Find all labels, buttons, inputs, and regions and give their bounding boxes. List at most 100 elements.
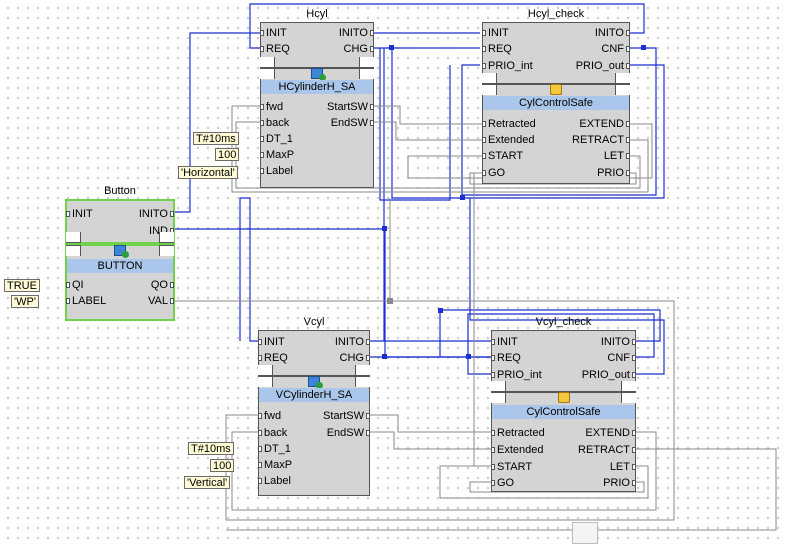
hcyl-data-out-startsw[interactable]: StartSW <box>327 100 374 114</box>
hcyl-data-in-label[interactable]: Label <box>260 164 293 178</box>
vcyl-data-in-dt1[interactable]: DT_1 <box>258 442 291 456</box>
fb-button-instance-name: Button <box>104 185 136 197</box>
event-junctions <box>382 45 646 359</box>
vcyl-check-event-in-prio-int[interactable]: PRIO_int <box>491 368 542 382</box>
event-junction <box>382 354 387 359</box>
fb-vcyl[interactable]: Vcyl INIT REQ INITO CHG VCylinderH_SA fw… <box>258 316 370 496</box>
hcyl-check-data-in-extended[interactable]: Extended <box>482 133 534 147</box>
button-data-in-label[interactable]: LABEL <box>66 294 106 308</box>
vcyl-check-data-out-prio[interactable]: PRIO <box>603 476 636 490</box>
data-wire-vcyl-check-prio <box>469 481 645 493</box>
vcyl-event-out-chg[interactable]: CHG <box>340 351 370 365</box>
hcyl-event-in-init[interactable]: INIT <box>260 26 287 40</box>
hcyl-check-data-in-start[interactable]: START <box>482 149 523 163</box>
hcyl-data-in-back[interactable]: back <box>260 116 289 130</box>
hcyl-check-data-in-retracted[interactable]: Retracted <box>482 117 536 131</box>
fb-hcyl-type: HCylinderH_SA <box>261 80 373 94</box>
vcyl-data-in-label[interactable]: Label <box>258 474 291 488</box>
data-wire-vcyl-check-let <box>439 465 649 499</box>
hcyl-event-out-inito[interactable]: INITO <box>339 26 374 40</box>
data-wire-hcyl-check-prio <box>469 172 637 185</box>
data-wire-hcyl-check-start-cross <box>473 173 491 467</box>
vcyl-event-in-req[interactable]: REQ <box>258 351 288 365</box>
param-button-label[interactable]: 'WP' <box>11 295 39 308</box>
param-hcyl-maxp[interactable]: 100 <box>215 148 240 161</box>
vcyl-check-event-out-cnf[interactable]: CNF <box>607 351 636 365</box>
event-wire-hcyl-check-prio-int <box>379 48 451 201</box>
fb-hcyl-check[interactable]: Hcyl_check INIT REQ PRIO_int INITO CNF P… <box>482 8 630 184</box>
hcyl-data-in-fwd[interactable]: fwd <box>260 100 283 114</box>
param-vcyl-label[interactable]: 'Vertical' <box>184 476 231 489</box>
fb-vcyl-check-type: CylControlSafe <box>492 405 635 419</box>
vcyl-event-out-inito[interactable]: INITO <box>335 335 370 349</box>
hcyl-check-event-out-prio-out[interactable]: PRIO_out <box>576 59 630 73</box>
button-data-out-qo[interactable]: QO <box>151 278 174 292</box>
vcyl-check-data-in-go[interactable]: GO <box>491 476 514 490</box>
event-wire-hcyl-check-inito-loop <box>249 3 645 49</box>
data-wire-button-val <box>175 198 391 302</box>
param-vcyl-dt1[interactable]: T#10ms <box>188 442 234 455</box>
data-wire-vcyl-endsw-check <box>370 431 491 450</box>
hcyl-check-data-out-prio[interactable]: PRIO <box>597 166 630 180</box>
vcyl-check-data-in-extended[interactable]: Extended <box>491 443 543 457</box>
fb-vcyl-check-instance-name: Vcyl_check <box>535 316 592 328</box>
vcyl-check-event-in-req[interactable]: REQ <box>491 351 521 365</box>
hcyl-check-data-out-let[interactable]: LET <box>604 149 630 163</box>
fb-hcyl[interactable]: Hcyl INIT REQ INITO CHG HCylinderH_SA fw… <box>260 8 374 188</box>
fb-hcyl-check-type: CylControlSafe <box>483 96 629 110</box>
vcyl-check-data-out-let[interactable]: LET <box>610 460 636 474</box>
function-block-icon <box>311 68 326 81</box>
param-hcyl-label[interactable]: 'Horizontal' <box>178 166 238 179</box>
vcyl-check-data-out-retract[interactable]: RETRACT <box>578 443 636 457</box>
vcyl-data-in-fwd[interactable]: fwd <box>258 409 281 423</box>
hcyl-check-event-out-cnf[interactable]: CNF <box>601 42 630 56</box>
button-data-in-qi[interactable]: QI <box>66 278 84 292</box>
hcyl-check-data-out-extend[interactable]: EXTEND <box>579 117 630 131</box>
param-vcyl-maxp[interactable]: 100 <box>210 459 235 472</box>
button-data-out-val[interactable]: VAL <box>148 294 174 308</box>
event-wire-vcyl-init-feed <box>239 197 258 342</box>
param-button-qi[interactable]: TRUE <box>4 279 40 292</box>
fb-vcyl-instance-name: Vcyl <box>303 316 325 328</box>
vcyl-data-out-startsw[interactable]: StartSW <box>323 409 370 423</box>
hcyl-data-in-maxp[interactable]: MaxP <box>260 148 294 162</box>
fb-button[interactable]: Button INIT INITO IND BUTTON QI LABEL QO… <box>65 185 175 321</box>
param-hcyl-dt1[interactable]: T#10ms <box>193 132 239 145</box>
hcyl-check-event-in-prio-int[interactable]: PRIO_int <box>482 59 533 73</box>
hcyl-check-data-out-retract[interactable]: RETRACT <box>572 133 630 147</box>
fb-hcyl-instance-name: Hcyl <box>306 8 328 20</box>
event-wire-hcyl-check-prio-vcyl <box>391 48 665 199</box>
vcyl-check-data-out-extend[interactable]: EXTEND <box>585 426 636 440</box>
vcyl-check-data-in-start[interactable]: START <box>491 460 532 474</box>
hcyl-check-event-out-inito[interactable]: INITO <box>595 26 630 40</box>
function-block-icon <box>308 376 323 389</box>
button-event-out-inito[interactable]: INITO <box>139 207 174 221</box>
hcyl-event-in-req[interactable]: REQ <box>260 42 290 56</box>
vcyl-data-out-endsw[interactable]: EndSW <box>327 426 370 440</box>
hcyl-check-data-in-go[interactable]: GO <box>482 166 505 180</box>
data-wire-hcyl-endsw-check <box>374 121 482 141</box>
hcyl-event-out-chg[interactable]: CHG <box>344 42 374 56</box>
data-wire-vcyl-check-extend <box>231 431 657 511</box>
vcyl-data-in-back[interactable]: back <box>258 426 287 440</box>
vcyl-event-in-init[interactable]: INIT <box>258 335 285 349</box>
data-wire-vcyl-check-retract <box>226 448 777 531</box>
hcyl-check-event-in-req[interactable]: REQ <box>482 42 512 56</box>
vcyl-check-event-in-init[interactable]: INIT <box>491 335 518 349</box>
fb-vcyl-type: VCylinderH_SA <box>259 388 369 402</box>
vcyl-check-event-out-inito[interactable]: INITO <box>601 335 636 349</box>
event-junction <box>438 308 443 313</box>
fb-vcyl-check[interactable]: Vcyl_check INIT REQ PRIO_int INITO CNF P… <box>491 316 636 492</box>
data-junction <box>387 298 393 304</box>
event-junction <box>389 45 394 50</box>
data-connections <box>175 105 777 531</box>
event-wire-vcyl-check-prio-back <box>469 198 665 375</box>
button-event-in-init[interactable]: INIT <box>66 207 93 221</box>
hcyl-data-out-endsw[interactable]: EndSW <box>331 116 374 130</box>
vcyl-data-in-maxp[interactable]: MaxP <box>258 458 292 472</box>
vcyl-check-event-out-prio-out[interactable]: PRIO_out <box>582 368 636 382</box>
vcyl-check-data-in-retracted[interactable]: Retracted <box>491 426 545 440</box>
hcyl-data-in-dt1[interactable]: DT_1 <box>260 132 293 146</box>
hcyl-check-event-in-init[interactable]: INIT <box>482 26 509 40</box>
